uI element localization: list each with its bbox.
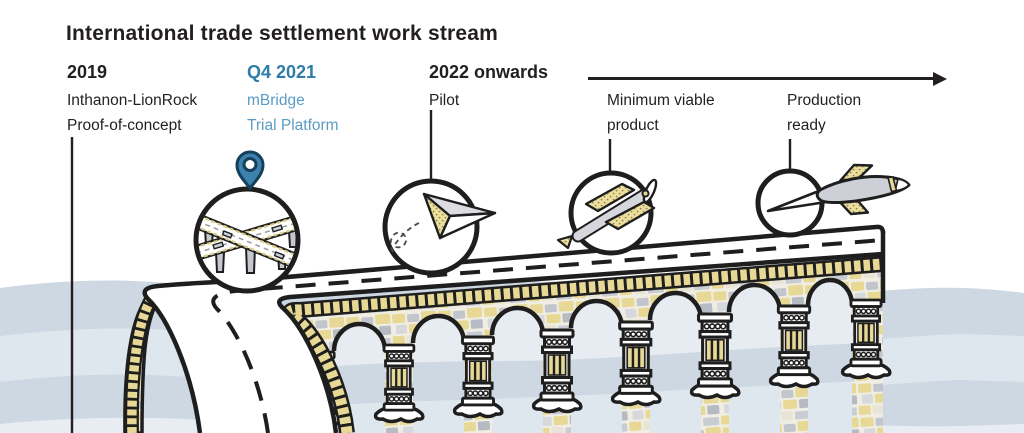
milestone-circle-paper-plane (382, 178, 497, 276)
paper-plane-icon (422, 192, 497, 240)
milestone-date-q4-2021: Q4 2021 (247, 62, 317, 82)
flight-trail (389, 221, 422, 253)
page-title: International trade settlement work stre… (66, 22, 499, 45)
milestone-date-2022-onwards: 2022 onwards (429, 62, 549, 82)
milestone-label-inthanon-lionrock: Inthanon-LionRock Proof-of-concept (67, 92, 198, 134)
milestone-circle-propeller-plane (556, 170, 658, 256)
viaduct-bridge (123, 224, 892, 433)
timeline-arrow-head-icon (933, 71, 947, 86)
milestone-label-minimum-viable-product: Minimum viable product (607, 92, 715, 134)
milestone-date-2019: 2019 (67, 62, 108, 82)
timeline-arrow (588, 77, 935, 80)
timeline-connector-lines (70, 110, 792, 433)
bridge-road (142, 224, 886, 433)
highway-interchange-icon (198, 213, 296, 274)
milestone-circle-interchange (193, 150, 301, 294)
milestone-label-production-ready: Production ready (787, 92, 862, 134)
milestone-circle-rocket (755, 163, 911, 238)
rocket-icon (766, 163, 911, 216)
map-pin-icon (235, 150, 265, 191)
milestone-label-mbridge: mBridge Trial Platform (247, 92, 339, 134)
milestone-label-pilot: Pilot (429, 92, 460, 109)
propeller-plane-icon (556, 178, 658, 250)
